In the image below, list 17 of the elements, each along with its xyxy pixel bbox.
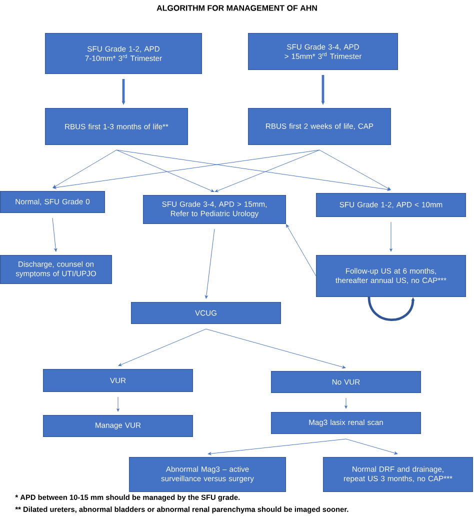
arrow: [214, 150, 320, 192]
arrow: [208, 438, 346, 456]
arrow: [118, 328, 206, 366]
title: ALGORITHM FOR MANAGEMENT OF AHN: [156, 5, 317, 11]
arrow: [52, 150, 117, 188]
arrow: [346, 438, 398, 454]
arrow: [390, 222, 392, 252]
arrow: [116, 396, 120, 412]
arrow: [116, 150, 391, 191]
arrow: [206, 328, 346, 368]
arrow: [52, 150, 320, 189]
arrow: [52, 218, 58, 252]
arrow: [319, 150, 391, 190]
arrow: [286, 224, 316, 276]
arrow: [344, 398, 348, 409]
arrow: [204, 228, 215, 299]
arrow: [116, 150, 214, 192]
